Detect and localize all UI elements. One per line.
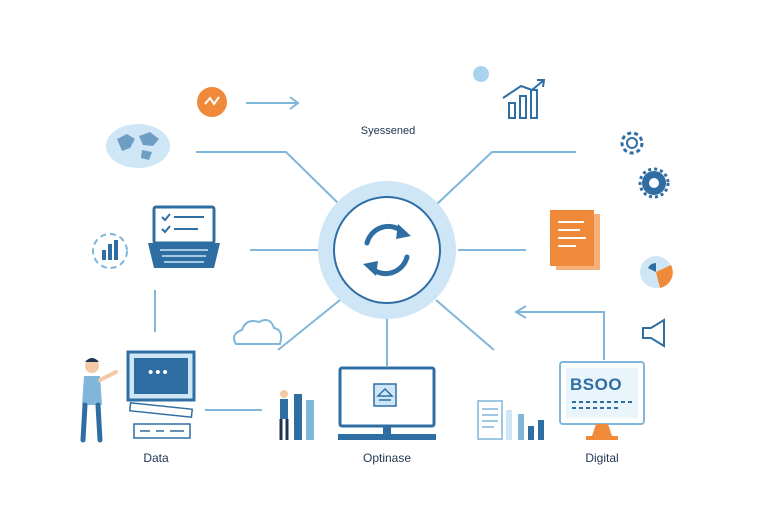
connector-bottom-right <box>435 299 495 351</box>
orange-badge-icon <box>197 87 227 117</box>
refresh-arrow-head-top <box>396 224 411 239</box>
laptop-checklist-icon <box>148 205 220 268</box>
connector-right-return <box>518 311 605 360</box>
connector-top-right <box>435 151 576 206</box>
arrow-left-head <box>514 305 527 319</box>
optinase-label: Optinase <box>362 451 412 465</box>
monitor-left-icon <box>126 350 196 439</box>
document-icon <box>550 210 600 270</box>
arrow-right-icon <box>246 96 300 110</box>
connector-bottom-left <box>277 299 341 351</box>
person-bars-icon <box>279 390 314 440</box>
pie-gauge-icon <box>640 256 673 288</box>
growth-chart-icon <box>502 79 546 119</box>
monitor-digital-icon <box>559 361 645 440</box>
data-label: Data <box>143 451 169 465</box>
megaphone-icon <box>642 318 665 348</box>
cog-icon <box>638 167 670 199</box>
digital-label: Digital <box>585 451 619 465</box>
bar-chart-icon <box>477 400 544 440</box>
left-monitor-text: ••• <box>148 364 170 381</box>
connector-lines <box>154 151 605 411</box>
central-hub <box>318 181 456 319</box>
refresh-arrow-head-bottom <box>363 261 378 276</box>
digital-monitor-text: BSOO <box>570 375 623 394</box>
top-label: Syessened <box>360 125 416 137</box>
bar-chart-circle-icon <box>92 233 128 269</box>
connector-top-left <box>196 151 341 206</box>
dot-icon <box>473 66 489 82</box>
gear-icon <box>620 131 644 155</box>
monitor-center-icon <box>338 366 436 440</box>
cloud-icon <box>233 319 283 345</box>
person-icon <box>80 358 118 443</box>
world-map-icon <box>106 124 170 168</box>
